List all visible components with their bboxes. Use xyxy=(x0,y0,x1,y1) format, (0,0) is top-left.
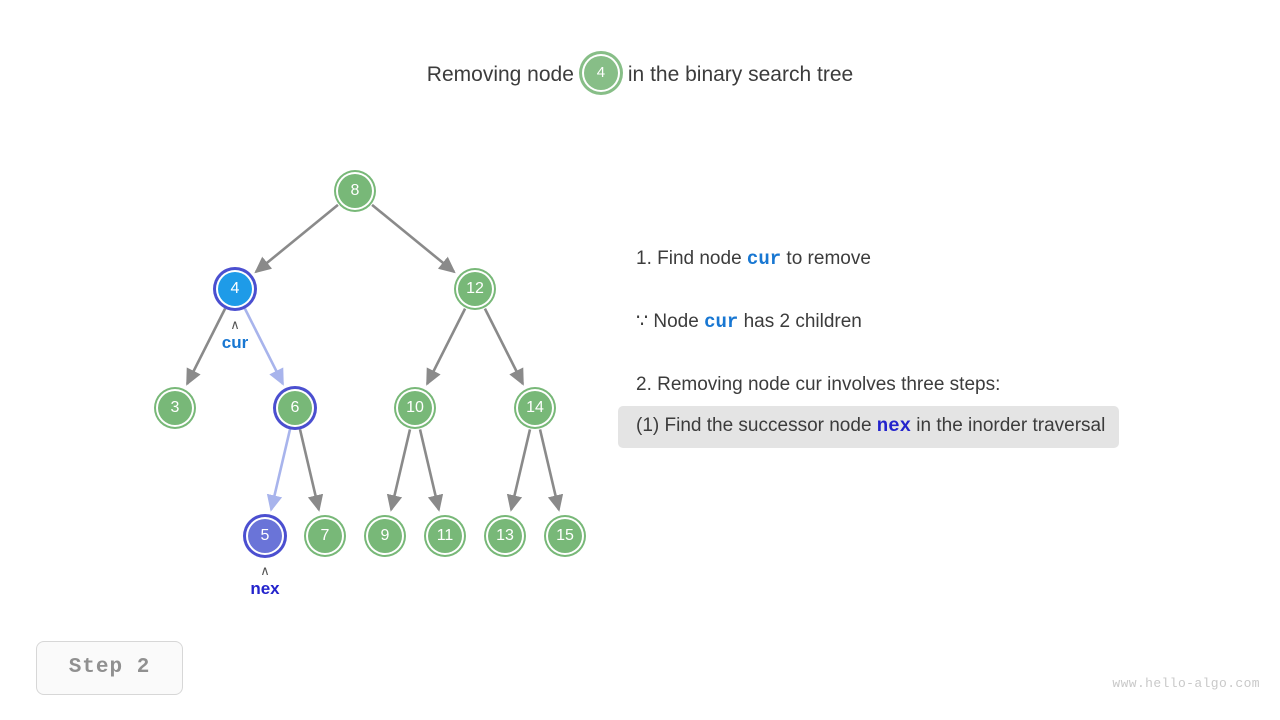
tree-node-15[interactable]: 15 xyxy=(546,517,584,555)
tree-node-11[interactable]: 11 xyxy=(426,517,464,555)
tree-edge xyxy=(386,429,412,512)
pointer-label-nex: ∧nex xyxy=(220,564,310,599)
tree-node-8[interactable]: 8 xyxy=(336,172,374,210)
explain-line-1-b: to remove xyxy=(781,248,871,269)
tree-edges-layer xyxy=(185,203,564,512)
tree-node-6[interactable]: 6 xyxy=(276,389,314,427)
explain-line-2-a: ∵ Node xyxy=(636,311,705,332)
explain-line-4-code: nex xyxy=(876,415,912,437)
tree-edge xyxy=(418,429,444,512)
step-badge: Step 2 xyxy=(36,641,183,695)
explain-line-1-a: 1. Find node xyxy=(636,248,747,269)
tree-edge xyxy=(483,308,525,386)
pointer-name-nex: nex xyxy=(250,579,280,598)
title-suffix: in the binary search tree xyxy=(627,63,854,86)
explain-line-3: 2. Removing node cur involves three step… xyxy=(636,374,1001,395)
explain-line-2-code: cur xyxy=(704,311,739,333)
page-title: Removing node 4 in the binary search tree xyxy=(0,54,1280,94)
explain-line-1: 1. Find node cur to remove xyxy=(636,246,1266,272)
tree-node-4[interactable]: 4 xyxy=(216,270,254,308)
explain-line-1-code: cur xyxy=(746,248,782,270)
tree-edge xyxy=(371,203,456,274)
title-prefix: Removing node xyxy=(426,63,574,86)
tree-edge xyxy=(506,429,532,512)
explain-line-2: ∵ Node cur has 2 children xyxy=(636,309,1266,335)
caret-up-icon: ∧ xyxy=(230,317,240,332)
pointer-label-cur: ∧cur xyxy=(190,318,280,353)
tree-node-14[interactable]: 14 xyxy=(516,389,554,427)
caret-up-icon: ∧ xyxy=(260,563,270,578)
explain-line-4-a: (1) Find the successor node xyxy=(636,415,877,436)
tree-edge xyxy=(425,308,467,386)
tree-edge xyxy=(538,429,564,512)
tree-node-10[interactable]: 10 xyxy=(396,389,434,427)
tree-edge xyxy=(298,429,324,512)
explanation-panel: 1. Find node cur to remove ∵ Node cur ha… xyxy=(618,246,1266,448)
tree-edge xyxy=(185,308,227,386)
pointer-name-cur: cur xyxy=(221,333,249,352)
title-node-badge: 4 xyxy=(581,54,620,92)
explain-line-4-highlighted: (1) Find the successor node nex in the i… xyxy=(618,406,1120,448)
watermark: www.hello-algo.com xyxy=(1112,676,1260,691)
explain-line-4-b: in the inorder traversal xyxy=(911,415,1106,436)
explain-line-2-b: has 2 children xyxy=(738,311,862,332)
tree-node-3[interactable]: 3 xyxy=(156,389,194,427)
tree-edge xyxy=(254,203,339,274)
tree-edge xyxy=(266,429,292,512)
tree-node-7[interactable]: 7 xyxy=(306,517,344,555)
tree-node-13[interactable]: 13 xyxy=(486,517,524,555)
tree-edge xyxy=(243,308,285,386)
tree-node-5[interactable]: 5 xyxy=(246,517,284,555)
tree-node-12[interactable]: 12 xyxy=(456,270,494,308)
tree-node-9[interactable]: 9 xyxy=(366,517,404,555)
